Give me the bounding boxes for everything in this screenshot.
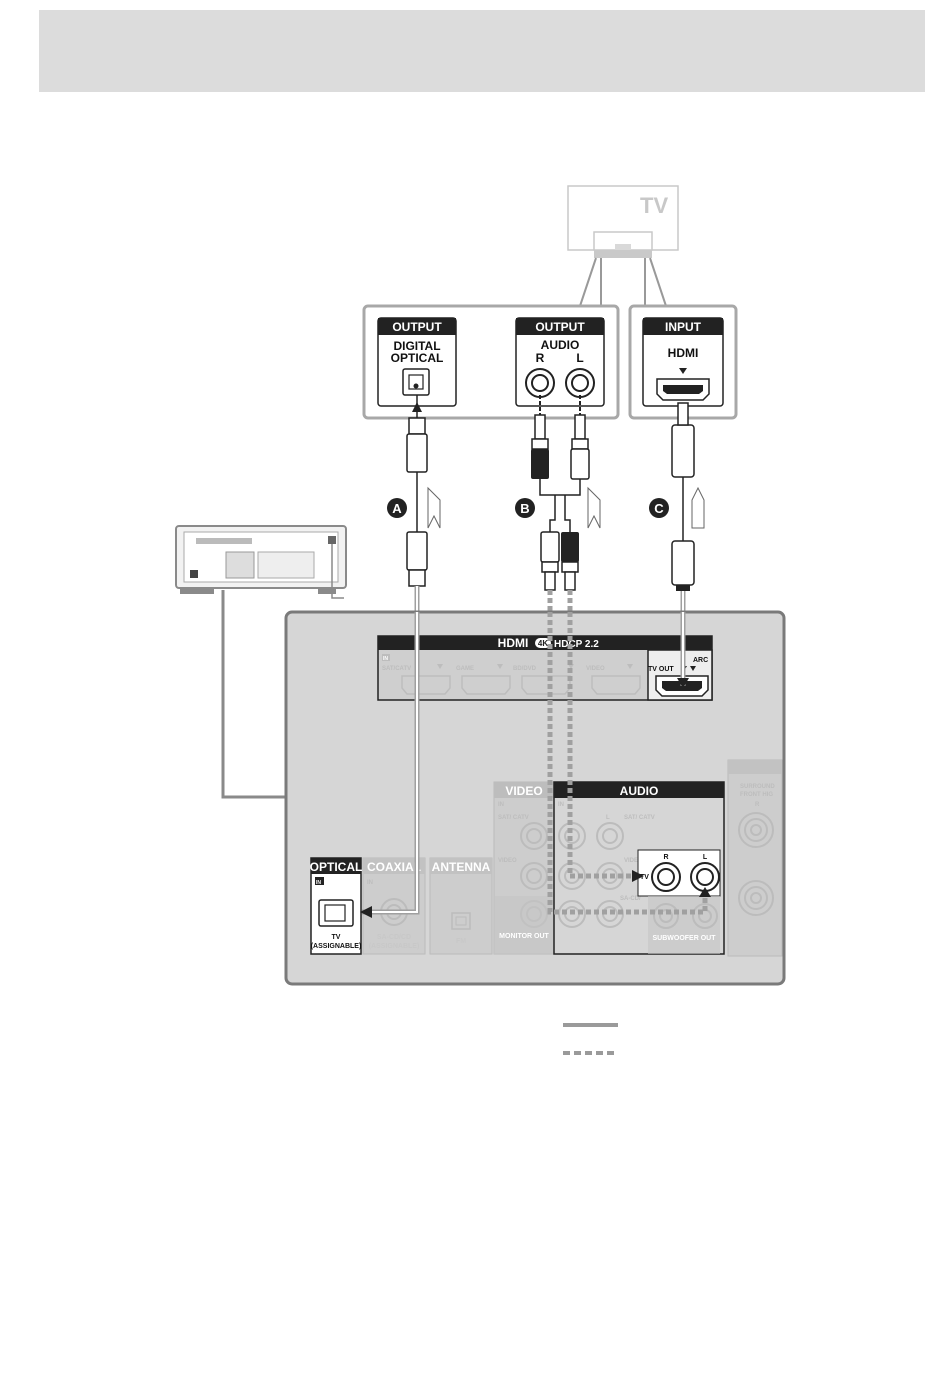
cable-a-label: A [392, 501, 402, 516]
tv-optical-line1: DIGITAL [393, 339, 440, 353]
rx-audio-r: R [663, 854, 668, 861]
rx-audio-subwoofer-out: SUBWOOFER OUT [653, 935, 717, 942]
tv-audio-title: AUDIO [541, 338, 580, 352]
rx-hdmi-hdcp: HDCP 2.2 [554, 639, 599, 650]
cable-a-badge [387, 498, 407, 518]
rx-optical-tv: TV [332, 934, 341, 941]
rx-hdmi-tv-out: TV OUT [648, 666, 674, 673]
rx-audio-tv: TV [640, 874, 649, 881]
rx-surround-r: R [755, 802, 760, 808]
rx-surround-line2: FRONT HIG [740, 792, 773, 798]
rx-video-video: VIDEO [498, 858, 517, 864]
receiver-back-panel: HDMI 4K HDCP 2.2 IN SAT/CATV GAME BD/DVD… [284, 610, 786, 986]
header-band [39, 10, 925, 92]
receiver-icon [175, 525, 347, 599]
rx-video-monitor-out: MONITOR OUT [499, 933, 549, 940]
tv-audio-jack-l [565, 368, 595, 398]
signal-flow-arrow-c [691, 486, 705, 529]
tv-optical-header: OUTPUT [392, 320, 442, 334]
tv-input-panel: INPUT HDMI [628, 304, 738, 420]
rx-hdmi-input-2: GAME [456, 666, 474, 672]
rx-hdmi-in: IN [383, 656, 388, 662]
rx-audio-sat-catv: SAT/ CATV [624, 815, 655, 821]
cable-c-badge [649, 498, 669, 518]
rx-audio-tv-jack-r [651, 862, 681, 892]
tv-optical-line2: OPTICAL [391, 351, 444, 365]
rx-hdmi-4k: 4K [538, 639, 548, 648]
rx-coaxial-title: COAXIAL [367, 860, 421, 874]
tv-audio-r: R [536, 351, 545, 365]
rx-audio-l2: L [703, 854, 708, 861]
cable-c-hdmi [671, 402, 695, 686]
rx-antenna-fm: FM [456, 938, 466, 945]
rx-hdmi-title: HDMI [498, 636, 529, 650]
rx-hdmi-input-3: BD/DVD [513, 666, 537, 672]
cable-b-badge [515, 498, 535, 518]
rx-surround-line1: SURROUND [740, 784, 775, 790]
tv-illustration: TV [567, 185, 679, 258]
signal-flow-arrow-b [587, 486, 601, 529]
tv-label: TV [640, 193, 668, 218]
cable-c-label: C [654, 501, 664, 516]
rx-audio-l: L [606, 815, 610, 821]
rx-hdmi-input-4: VIDEO [586, 666, 605, 672]
rx-optical-title: OPTICAL [310, 860, 363, 874]
rx-optical-assignable: (ASSIGNABLE) [311, 943, 362, 950]
rx-video-in: IN [498, 802, 504, 808]
tv-hdmi-header: INPUT [665, 320, 702, 334]
tv-hdmi-title: HDMI [668, 346, 699, 360]
tv-audio-l: L [576, 351, 583, 365]
rx-video-title: VIDEO [505, 784, 542, 798]
rx-optical-in: IN [316, 880, 321, 886]
receiver-callout-line [221, 590, 286, 799]
rx-video-sat-catv: SAT/ CATV [498, 815, 529, 821]
rx-coaxial-sa-cd: SA-CD/CD [377, 934, 411, 941]
rx-audio-tv-jack-l [690, 862, 720, 892]
rx-hdmi-input-1: SAT/CATV [382, 666, 411, 672]
legend [563, 1023, 618, 1055]
rx-coaxial-in: IN [367, 880, 373, 886]
rx-audio-sa-cd: SA-CD/ [620, 896, 641, 902]
rx-hdmi-arc: ARC [693, 657, 708, 664]
tv-callout-lines [579, 257, 667, 307]
rx-audio-video: VIDEO [624, 858, 643, 864]
signal-flow-arrow-a [427, 486, 441, 529]
cable-b-label: B [520, 501, 529, 516]
rx-audio-in: IN [558, 802, 564, 808]
cable-overlays [360, 612, 711, 918]
rx-antenna-title: ANTENNA [432, 860, 491, 874]
tv-audio-jack-r [525, 368, 555, 398]
tv-output-panel: OUTPUT DIGITAL OPTICAL OUTPUT AUDIO R L [362, 304, 620, 420]
tv-audio-header: OUTPUT [535, 320, 585, 334]
rx-audio-title: AUDIO [620, 784, 659, 798]
rx-coaxial-assignable: (ASSIGNABLE) [369, 943, 420, 950]
